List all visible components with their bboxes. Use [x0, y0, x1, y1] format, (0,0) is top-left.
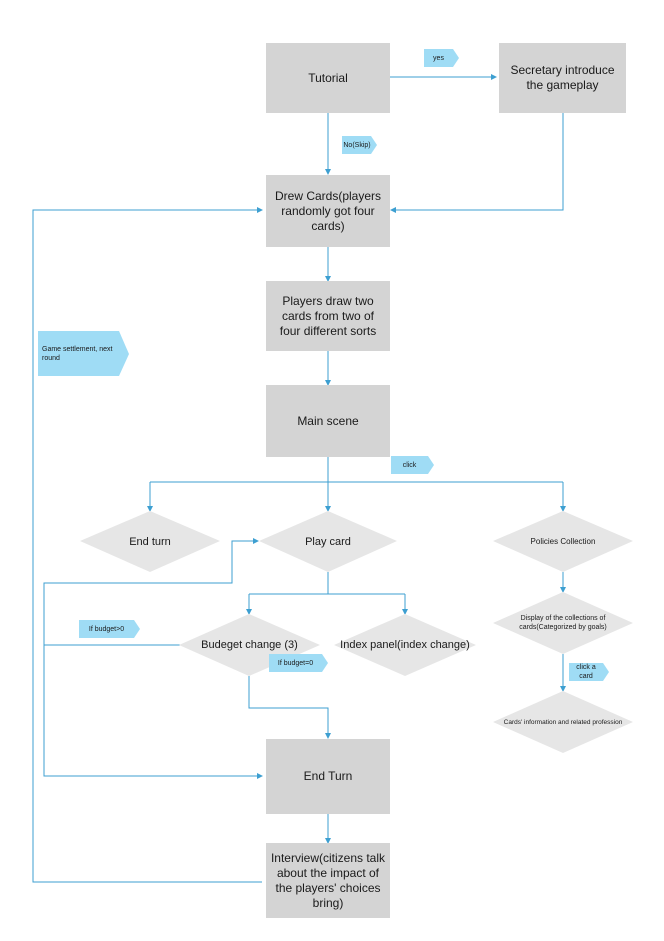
policies-collection-diamond	[493, 511, 633, 572]
tag-click-card-shape	[569, 663, 609, 681]
tutorial-node[interactable]: Tutorial	[266, 43, 390, 113]
interview-label: Interview(citizens talk about the impact…	[270, 850, 386, 910]
end-turn-box-label: End Turn	[303, 769, 353, 783]
tag-budget-gt0-label: If budget>0	[88, 625, 125, 633]
tag-no-skip-label: No(Skip)	[343, 141, 371, 149]
tag-click-card: click a card	[569, 663, 603, 681]
tag-game-settlement-shape	[38, 331, 129, 376]
budget-change-diamond	[179, 614, 320, 676]
players-draw-node[interactable]: Players draw two cards from two of four …	[266, 281, 390, 351]
interview-node[interactable]: Interview(citizens talk about the impact…	[266, 843, 390, 918]
tag-no-skip: No(Skip)	[342, 136, 372, 154]
tag-budget-eq0: If budget=0	[269, 654, 322, 672]
main-scene-label: Main scene	[297, 413, 359, 428]
end-turn-node[interactable]: End Turn	[266, 739, 390, 814]
tag-game-settlement: Game settlement, next round	[38, 331, 118, 376]
tag-click-card-label: click a card	[576, 664, 596, 680]
tag-budget-eq0-shape	[269, 654, 328, 672]
secretary-node[interactable]: Secretary introduce the gameplay	[499, 43, 626, 113]
secretary-label: Secretary introduce the gameplay	[510, 63, 615, 92]
connector-interview-to-drew-cards	[32, 207, 263, 883]
connector-main-scene-split	[150, 457, 563, 483]
tag-yes: yes	[424, 49, 453, 67]
tag-budget-eq0-label: If budget=0	[277, 659, 314, 667]
end-turn-diamond	[80, 511, 220, 572]
tag-budget-gt0: If budget>0	[79, 620, 134, 638]
tag-budget-gt0-shape	[79, 620, 140, 638]
connector-left-loop-to-end-turn	[43, 645, 263, 779]
tag-click-label: click	[402, 461, 417, 469]
play-card-diamond	[259, 511, 397, 572]
tag-yes-shape	[424, 49, 459, 67]
tag-click-shape	[391, 456, 434, 474]
connector-budget-eq0-to-end-turn	[248, 676, 331, 739]
connector-secretary-to-drew-cards	[390, 113, 564, 213]
tutorial-label: Tutorial	[308, 70, 348, 85]
tag-yes-label: yes	[433, 54, 444, 62]
main-scene-node[interactable]: Main scene	[266, 385, 390, 457]
cards-info-diamond	[493, 691, 633, 753]
connector-play-card-split	[249, 572, 405, 595]
drew-cards-label: Drew Cards(players randomly got four car…	[274, 188, 382, 233]
drew-cards-node[interactable]: Drew Cards(players randomly got four car…	[266, 175, 390, 247]
connector-budget-gt0-to-play-card	[43, 538, 259, 646]
index-panel-diamond	[334, 614, 476, 676]
players-draw-label: Players draw two cards from two of four …	[279, 293, 377, 338]
tag-click: click	[391, 456, 428, 474]
tag-no-skip-shape	[342, 136, 377, 154]
tag-game-settlement-label: Game settlement, next round	[42, 345, 113, 362]
display-collections-diamond	[493, 592, 633, 654]
